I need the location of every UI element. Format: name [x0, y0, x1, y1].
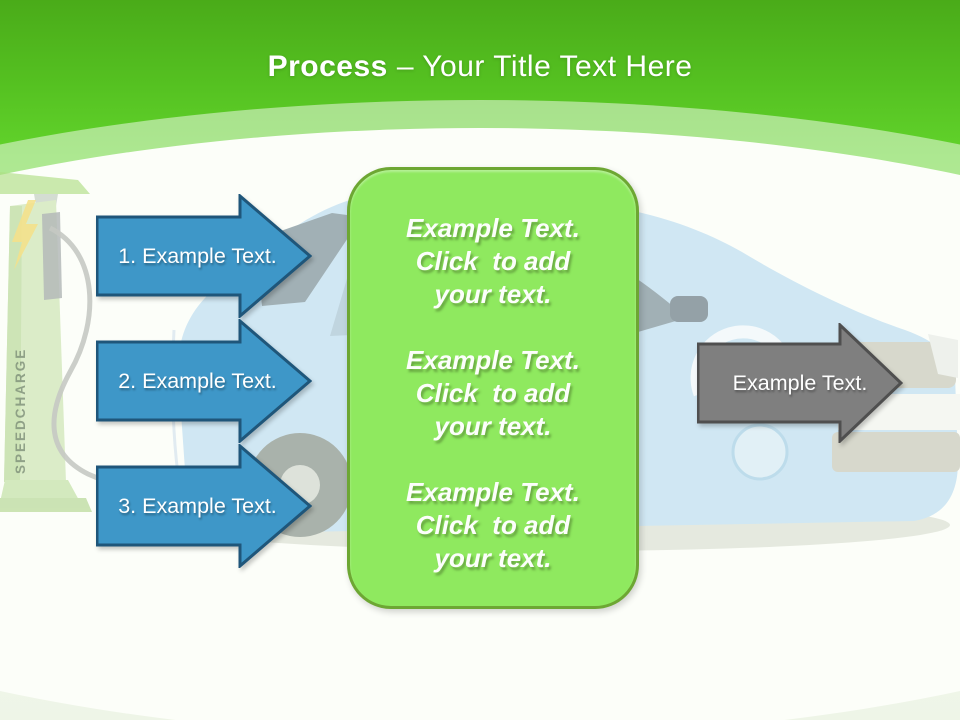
placeholder-text-block[interactable]: Example Text. Click to add your text.	[406, 345, 580, 441]
result-arrow[interactable]: Example Text.	[697, 323, 903, 443]
charging-station-brand-label: SPEEDCHARGE	[13, 347, 28, 474]
step-arrow-1[interactable]: 1. Example Text.	[96, 194, 312, 318]
step-arrow-3[interactable]: 3. Example Text.	[96, 444, 312, 568]
result-arrow-label: Example Text.	[732, 370, 868, 395]
title-subtitle: – Your Title Text Here	[396, 50, 693, 83]
page-title: Process– Your Title Text Here	[0, 50, 960, 84]
process-text-card: Example Text. Click to add your text. Ex…	[347, 167, 639, 609]
placeholder-text-block[interactable]: Example Text. Click to add your text.	[406, 213, 580, 309]
step-arrow-label: 2. Example Text.	[118, 368, 277, 393]
step-arrow-2[interactable]: 2. Example Text.	[96, 319, 312, 443]
title-keyword: Process	[267, 50, 388, 83]
placeholder-text-block[interactable]: Example Text. Click to add your text.	[406, 477, 580, 573]
step-arrow-label: 1. Example Text.	[118, 243, 277, 268]
step-arrow-label: 3. Example Text.	[118, 493, 277, 518]
